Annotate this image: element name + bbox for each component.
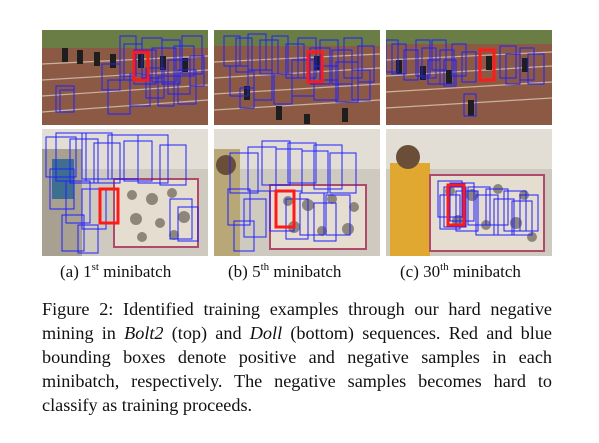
doll-frame-minibatch-30 — [386, 129, 552, 256]
subcaption-minibatch-1: (a) 1st minibatch — [60, 261, 172, 282]
sequence-name-doll: Doll — [249, 323, 283, 343]
figure-caption: Figure 2: Identified training examples t… — [42, 299, 552, 415]
doll-frame-minibatch-5 — [214, 129, 380, 256]
bolt2-frame-minibatch-5 — [214, 30, 380, 125]
bolt2-frame-minibatch-30 — [386, 30, 552, 125]
caption-label: Figure 2: — [42, 299, 114, 319]
sequence-name-bolt2: Bolt2 — [124, 323, 164, 343]
subcaption-minibatch-5: (b) 5th minibatch — [228, 261, 342, 282]
subcaption-minibatch-30: (c) 30th minibatch — [400, 261, 521, 282]
bolt2-frame-minibatch-1 — [42, 30, 208, 125]
doll-frame-minibatch-1 — [42, 129, 208, 256]
